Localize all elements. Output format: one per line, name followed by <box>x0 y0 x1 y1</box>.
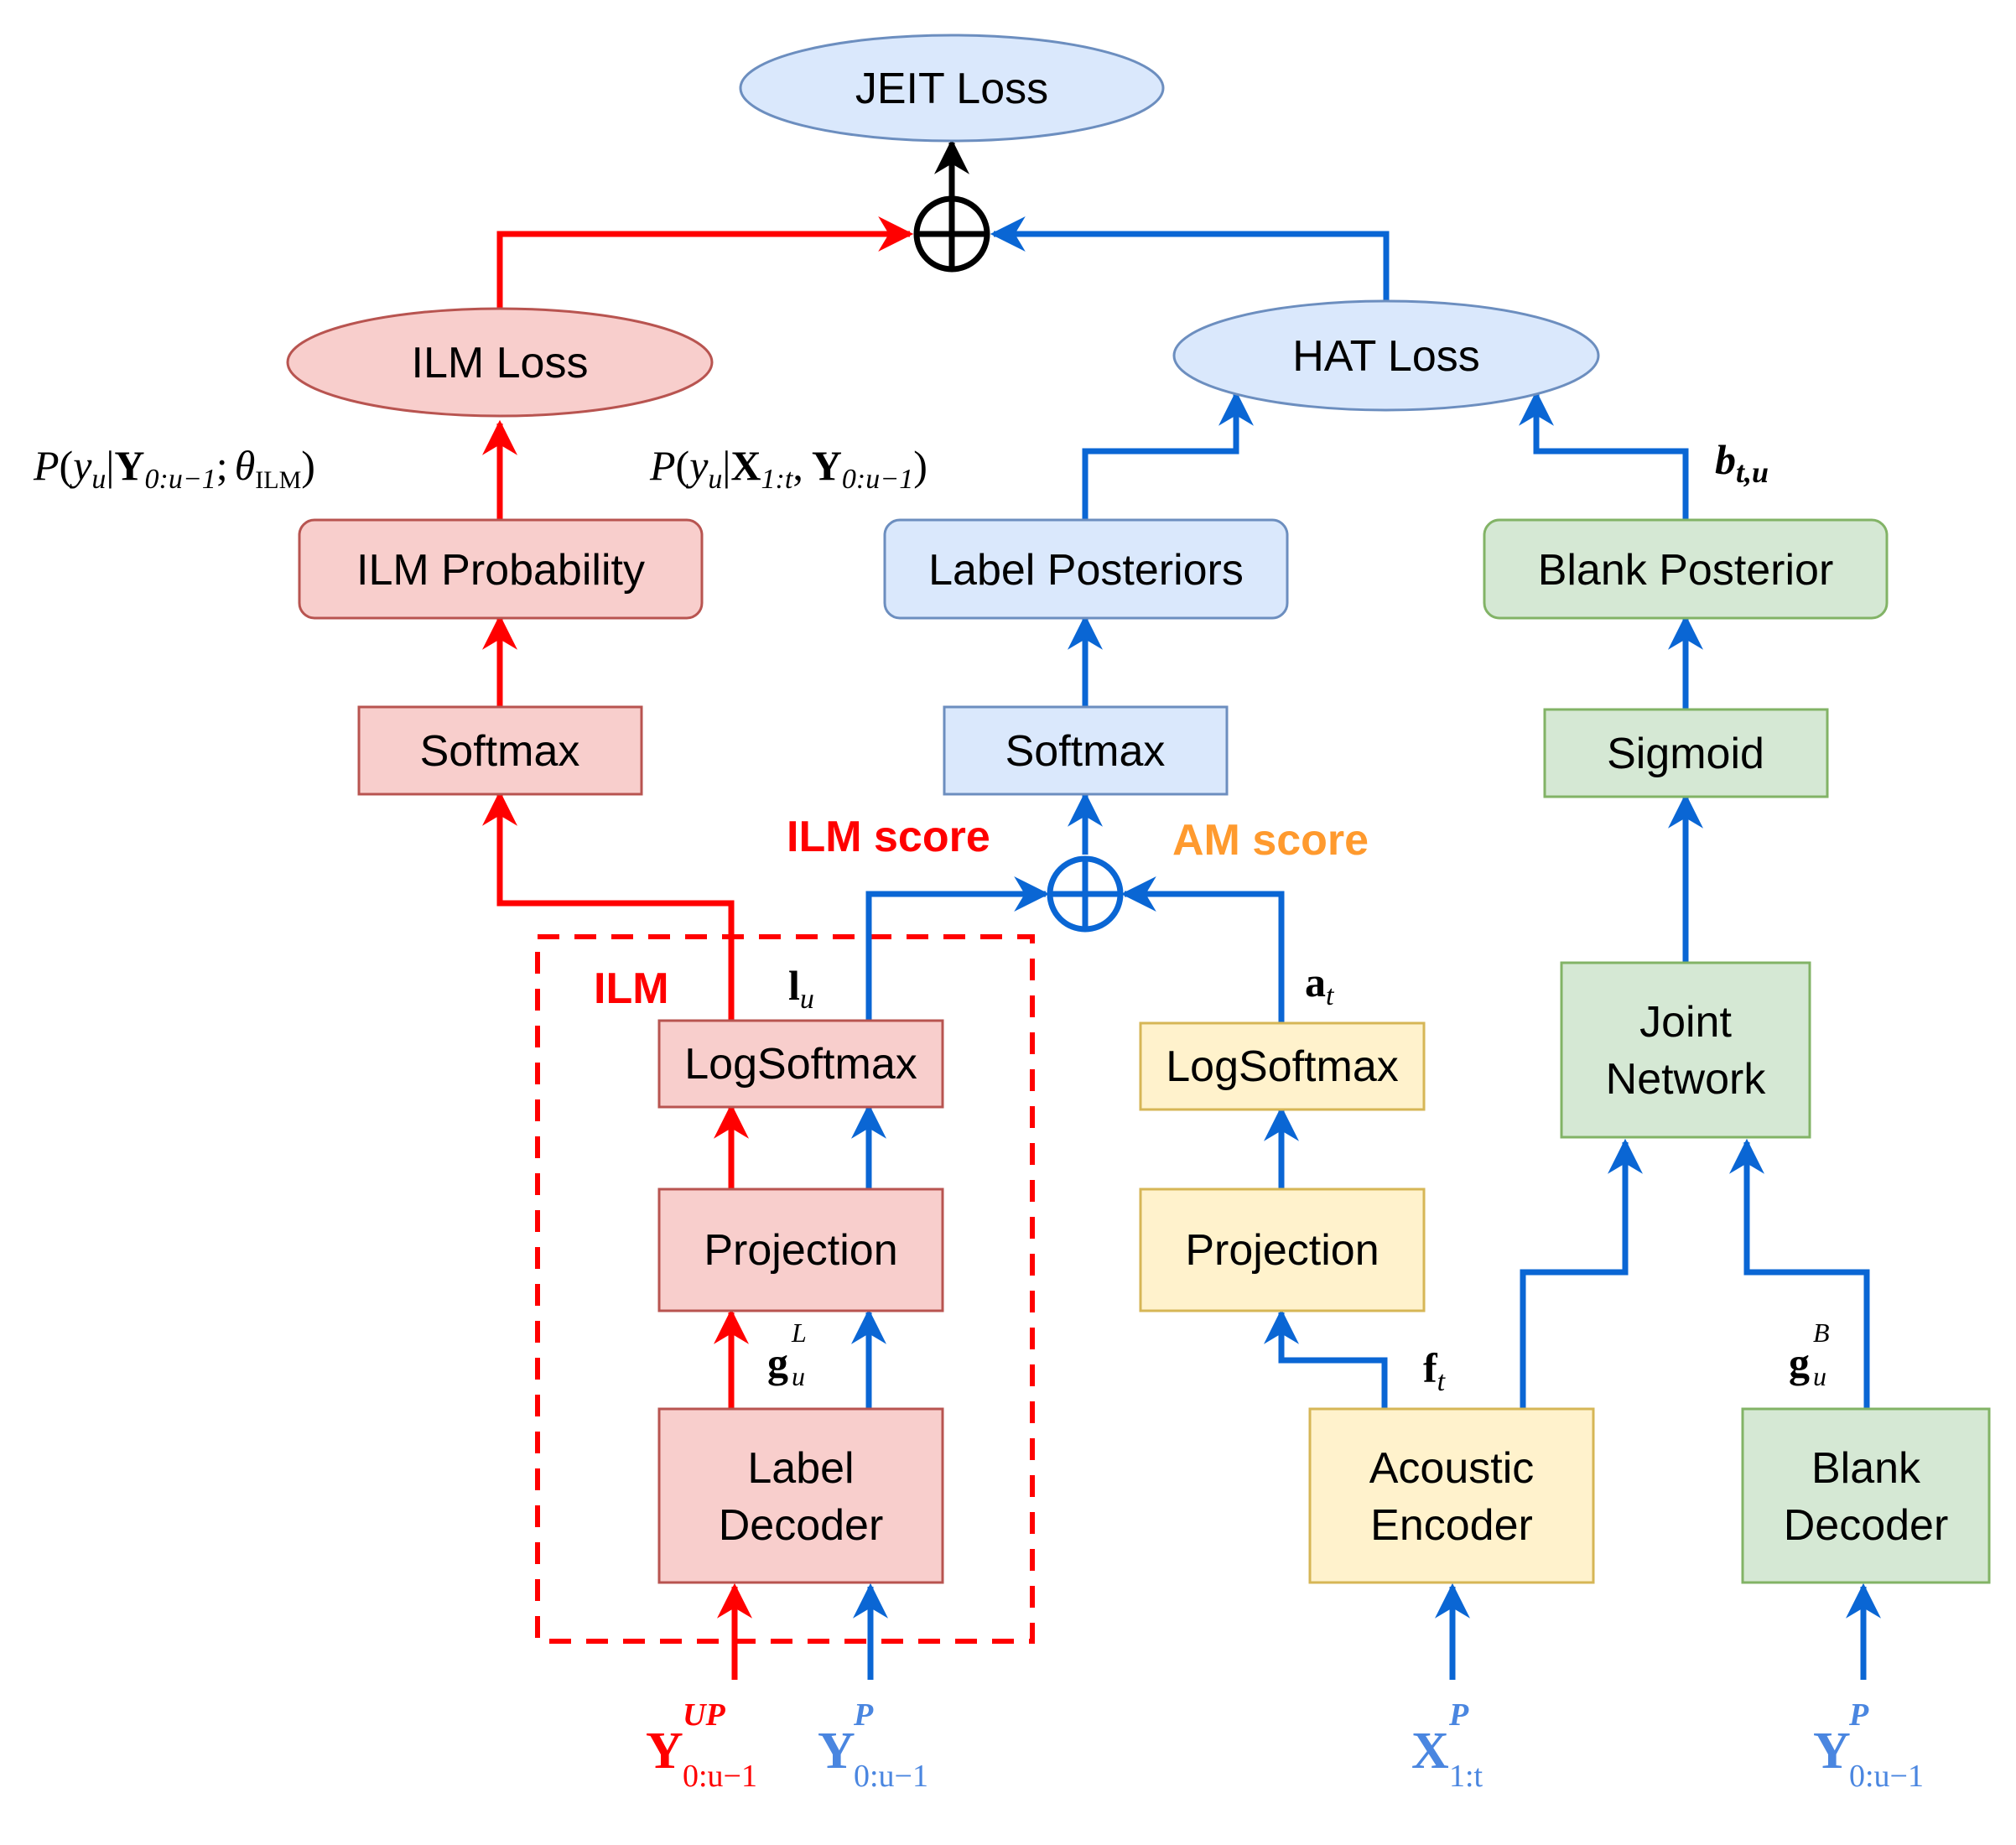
edge-logsoftmax-to-sum2 <box>865 876 1050 1021</box>
projection-label-node: Projection <box>657 1188 944 1312</box>
l-u-label: lu <box>788 962 814 1015</box>
sigmoid-node: Sigmoid <box>1543 708 1829 798</box>
a-t-label: at <box>1305 959 1335 1011</box>
logsoftmax-acoustic-node: LogSoftmax <box>1139 1021 1426 1111</box>
p-hat-formula: P(yu|X1:t,Y0:u−1) <box>649 442 927 495</box>
label-posteriors-label: Label Posteriors <box>928 546 1244 595</box>
blank-decoder-node: Blank Decoder <box>1741 1407 1991 1584</box>
acoustic-encoder-node: Acoustic Encoder <box>1308 1407 1595 1584</box>
edge-acenc-to-projA <box>1264 1308 1388 1409</box>
ilm-score-label: ILM score <box>787 813 990 861</box>
ilm-region-box <box>535 934 1035 1644</box>
edge-labelpost-to-hatloss <box>1082 390 1254 520</box>
input-y-p-1: Y P 0:u−1 <box>818 1687 928 1794</box>
hat-loss-label: HAT Loss <box>1292 332 1480 381</box>
ilm-loss-node: ILM Loss <box>286 307 714 418</box>
ilm-probability-node: ILM Probability <box>298 518 704 620</box>
g-u-l-label: g L u <box>767 1304 817 1391</box>
label-decoder-text-1: Label <box>747 1444 854 1493</box>
edge-logsoftmaxA-to-sum2 <box>1120 876 1285 1022</box>
projection-label-text: Projection <box>704 1226 897 1275</box>
edge-blankpost-to-hatloss <box>1519 390 1689 520</box>
projection-acoustic-text: Projection <box>1185 1226 1379 1275</box>
sum-top <box>913 195 990 273</box>
ilm-probability-label: ILM Probability <box>356 546 645 595</box>
sigmoid-label: Sigmoid <box>1607 730 1764 778</box>
edge-blankdec-to-joint <box>1729 1138 1870 1409</box>
label-decoder-text-2: Decoder <box>719 1501 884 1550</box>
ilm-region-label: ILM <box>594 964 669 1013</box>
blank-posterior-node: Blank Posterior <box>1483 518 1889 620</box>
blank-posterior-label: Blank Posterior <box>1538 546 1834 595</box>
sum-mid <box>1047 855 1124 933</box>
softmax-left-label: Softmax <box>420 727 580 776</box>
projection-acoustic-node: Projection <box>1139 1188 1426 1312</box>
blank-decoder-text-2: Decoder <box>1784 1501 1949 1550</box>
g-u-b-label: g B u <box>1789 1304 1840 1391</box>
edge-logsoftmax-to-softmaxL <box>482 790 735 1021</box>
edge-ilm-loss-to-sum <box>496 216 914 313</box>
acoustic-encoder-text-1: Acoustic <box>1369 1444 1535 1493</box>
input-y-up: Y UP 0:u−1 <box>646 1687 757 1794</box>
p-ilm-formula: P(yu|Y0:u−1;θILM) <box>33 442 315 495</box>
joint-network-label-1: Joint <box>1639 998 1732 1047</box>
hat-loss-node: HAT Loss <box>1172 299 1600 412</box>
softmax-mid-node: Softmax <box>943 705 1229 796</box>
joint-network-label-2: Network <box>1606 1055 1767 1104</box>
acoustic-encoder-text-2: Encoder <box>1370 1501 1533 1550</box>
ilm-loss-label: ILM Loss <box>412 339 589 387</box>
b-tu-label: bt,u <box>1715 436 1769 489</box>
input-y-p-2: Y P 0:u−1 <box>1813 1687 1924 1794</box>
jeit-loss-node: JEIT Loss <box>739 34 1165 143</box>
label-decoder-node: Label Decoder <box>657 1407 944 1584</box>
joint-network-node: Joint Network <box>1560 961 1811 1139</box>
am-score-label: AM score <box>1172 816 1369 865</box>
softmax-mid-label: Softmax <box>1005 727 1166 776</box>
logsoftmax-label-node: LogSoftmax <box>657 1019 944 1109</box>
edges <box>482 138 1881 1680</box>
f-t-label: ft <box>1423 1344 1447 1397</box>
input-x-p: X P 1:t <box>1411 1687 1483 1794</box>
jeit-loss-label: JEIT Loss <box>855 65 1048 113</box>
edge-acenc-to-joint <box>1520 1138 1643 1409</box>
blank-decoder-text-1: Blank <box>1811 1444 1921 1493</box>
edge-hat-loss-to-sum <box>990 216 1390 317</box>
logsoftmax-label-text: LogSoftmax <box>684 1040 917 1089</box>
label-posteriors-node: Label Posteriors <box>883 518 1289 620</box>
logsoftmax-acoustic-text: LogSoftmax <box>1166 1042 1399 1091</box>
softmax-left-node: Softmax <box>357 705 643 796</box>
